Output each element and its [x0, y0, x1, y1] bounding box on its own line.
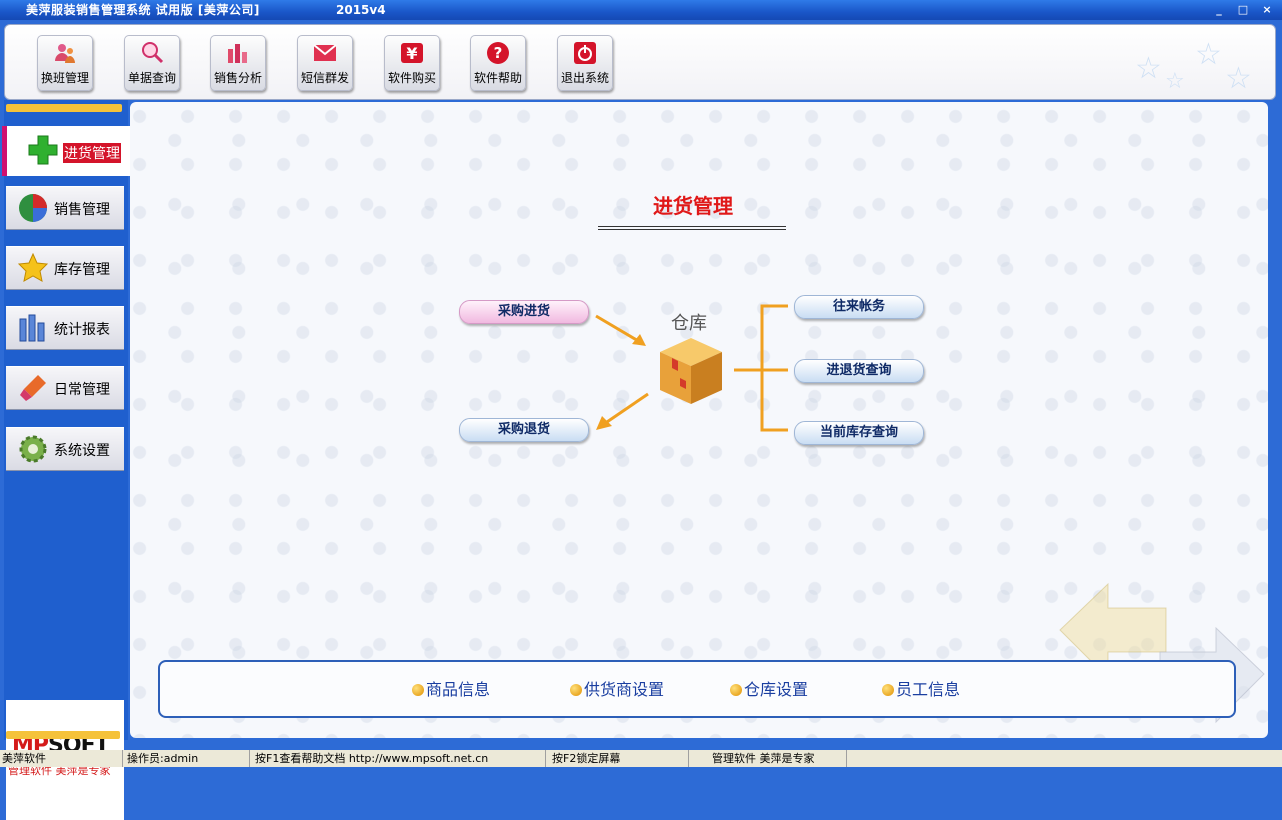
- yen-icon: ¥: [401, 43, 423, 63]
- sidebar-item-label: 销售管理: [54, 202, 110, 218]
- plus-icon: [28, 135, 58, 165]
- sidebar-item-label: 统计报表: [54, 322, 110, 338]
- accounts-button[interactable]: 往来帐务: [794, 295, 924, 319]
- warehouse-box-icon: [660, 338, 722, 404]
- shift-change-button[interactable]: 换班管理: [37, 35, 93, 91]
- status-app: 美萍软件: [0, 750, 123, 767]
- bullet-icon: [412, 684, 424, 696]
- maximize-button[interactable]: □: [1237, 3, 1249, 16]
- exit-system-button[interactable]: 退出系统: [557, 35, 613, 91]
- status-help: 按F1查看帮助文档 http://www.mpsoft.net.cn: [253, 750, 546, 767]
- sidebar-item-reports[interactable]: 统计报表: [6, 306, 124, 350]
- close-button[interactable]: ×: [1262, 3, 1272, 16]
- envelope-icon: [313, 44, 337, 61]
- user-switch-icon: [55, 44, 75, 63]
- sidebar-item-label: 日常管理: [54, 382, 110, 398]
- purchase-software-button[interactable]: ¥ 软件购买: [384, 35, 440, 91]
- purchase-return-button[interactable]: 采购退货: [459, 418, 589, 442]
- document-query-button[interactable]: 单据查询: [124, 35, 180, 91]
- status-lock: 按F2锁定屏幕: [550, 750, 689, 767]
- window-title: 美萍服装销售管理系统 试用版 [美萍公司]: [26, 3, 260, 17]
- help-icon: ?: [487, 42, 509, 64]
- status-bar: 美萍软件 操作员:admin 按F1查看帮助文档 http://www.mpso…: [0, 750, 1282, 767]
- star-icon: [18, 253, 48, 282]
- sales-analysis-button[interactable]: 销售分析: [210, 35, 266, 91]
- page-title: 进货管理: [653, 194, 733, 218]
- sidebar: 销售管理 库存管理 统计报表 日常管理 系统设置 MPSOFT 管理软件 美萍是…: [4, 100, 128, 820]
- bracket-connector: [734, 304, 788, 432]
- document-query-label: 单据查询: [127, 71, 176, 85]
- decorative-star-icon: ☆: [1225, 61, 1252, 96]
- software-help-button[interactable]: ? 软件帮助: [470, 35, 526, 91]
- sales-analysis-label: 销售分析: [213, 71, 262, 85]
- brush-icon: [20, 375, 46, 401]
- software-help-label: 软件帮助: [473, 71, 522, 85]
- sms-broadcast-button[interactable]: 短信群发: [297, 35, 353, 91]
- toolbar: 换班管理 单据查询 销售分析 短信群发 ¥ 软件购买 ? 软件帮助 退出系统: [4, 24, 1276, 100]
- arrow-out-icon: [596, 392, 649, 430]
- title-underline: [598, 226, 786, 227]
- bullet-icon: [730, 684, 742, 696]
- magnifier-icon: [142, 42, 164, 64]
- purchase-in-button[interactable]: 采购进货: [459, 300, 589, 324]
- sidebar-bottom-stripe: [6, 731, 120, 739]
- sidebar-item-inventory[interactable]: 库存管理: [6, 246, 124, 290]
- pie-chart-icon: [19, 194, 47, 222]
- bullet-icon: [570, 684, 582, 696]
- exit-system-label: 退出系统: [560, 71, 609, 85]
- arrow-in-icon: [595, 314, 646, 346]
- window-version: 2015v4: [336, 3, 386, 17]
- quick-links-bar: 商品信息 供货商设置 仓库设置 员工信息: [158, 660, 1236, 718]
- sidebar-top-stripe: [6, 104, 122, 112]
- shift-change-label: 换班管理: [40, 71, 89, 85]
- sidebar-item-label: 系统设置: [54, 443, 110, 459]
- decorative-star-icon: ☆: [1195, 37, 1222, 72]
- gear-icon: [19, 435, 47, 463]
- decorative-star-icon: ☆: [1165, 69, 1185, 94]
- main-panel: 进货管理 采购进货 采购退货 仓库 往来帐务 进退货查询 当前库存查询 商品信息…: [130, 102, 1268, 738]
- warehouse-settings-link[interactable]: 仓库设置: [730, 676, 808, 700]
- sidebar-item-label: 进货管理: [63, 143, 121, 163]
- supplier-settings-link[interactable]: 供货商设置: [570, 676, 664, 700]
- status-slogan: 管理软件 美萍是专家: [708, 750, 847, 767]
- sidebar-item-label: 库存管理: [54, 262, 110, 278]
- svg-text:?: ?: [494, 44, 503, 62]
- staff-info-link[interactable]: 员工信息: [882, 676, 960, 700]
- svg-text:¥: ¥: [406, 44, 417, 63]
- bullet-icon: [882, 684, 894, 696]
- back-arrow-icon[interactable]: [1058, 582, 1168, 682]
- bar-report-icon: [19, 314, 45, 342]
- power-icon: [574, 42, 596, 64]
- minimize-button[interactable]: _: [1216, 3, 1222, 16]
- sidebar-item-daily[interactable]: 日常管理: [6, 366, 124, 410]
- in-out-query-button[interactable]: 进退货查询: [794, 359, 924, 383]
- sidebar-item-settings[interactable]: 系统设置: [6, 427, 124, 471]
- product-info-link[interactable]: 商品信息: [412, 676, 490, 700]
- title-bar: 美萍服装销售管理系统 试用版 [美萍公司] 2015v4 _ □ ×: [0, 0, 1282, 20]
- bar-chart-icon: [228, 44, 247, 63]
- sidebar-item-purchase[interactable]: 进货管理: [2, 126, 131, 176]
- sms-broadcast-label: 短信群发: [300, 71, 349, 85]
- decorative-star-icon: ☆: [1135, 51, 1162, 86]
- current-stock-button[interactable]: 当前库存查询: [794, 421, 924, 445]
- warehouse-label: 仓库: [671, 313, 707, 334]
- status-operator: 操作员:admin: [125, 750, 250, 767]
- sidebar-item-sales[interactable]: 销售管理: [6, 186, 124, 230]
- purchase-software-label: 软件购买: [387, 71, 436, 85]
- title-underline: [598, 229, 786, 230]
